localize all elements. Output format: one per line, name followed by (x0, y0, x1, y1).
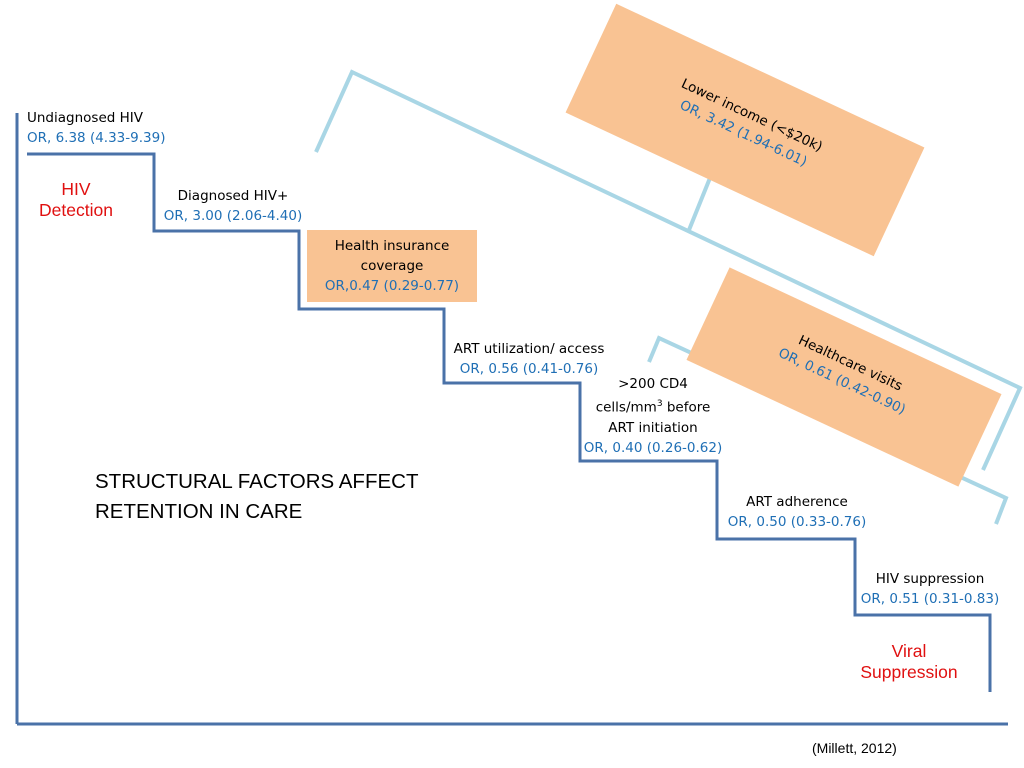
step-name: Diagnosed HIV+ (177, 188, 289, 204)
step-name-line2: cells/mm3 before (595, 399, 711, 416)
step-health-insurance: Health insurance coverage OR,0.47 (0.29-… (307, 230, 477, 302)
step-odds-ratio: OR, 0.51 (0.31-0.83) (860, 591, 1000, 607)
step-odds-ratio: OR, 0.50 (0.33-0.76) (727, 514, 867, 530)
step-name: ART adherence (746, 494, 848, 510)
step-name: Health insurance (334, 238, 450, 254)
step-name: >200 CD4 (618, 376, 688, 392)
stage-hiv-detection: HIV Detection (39, 179, 113, 220)
step-art-utilization: ART utilization/ access OR, 0.56 (0.41-0… (444, 339, 614, 379)
step-odds-ratio: OR,0.47 (0.29-0.77) (324, 278, 460, 294)
step-cd4: >200 CD4 cells/mm3 before ART initiation… (578, 374, 728, 458)
staircase-line (27, 152, 992, 692)
step-undiagnosed: Undiagnosed HIV OR, 6.38 (4.33-9.39) (27, 108, 165, 148)
step-diagnosed: Diagnosed HIV+ OR, 3.00 (2.06-4.40) (158, 186, 308, 226)
step-name-line3: ART initiation (608, 419, 698, 436)
income-bracket (314, 69, 1023, 471)
step-odds-ratio: OR, 0.40 (0.26-0.62) (583, 439, 723, 456)
step-name: Undiagnosed HIV (27, 110, 143, 126)
step-odds-ratio: OR, 6.38 (4.33-9.39) (27, 130, 166, 146)
step-odds-ratio: OR, 3.00 (2.06-4.40) (163, 208, 303, 224)
diagram-title: STRUCTURAL FACTORS AFFECT RETENTION IN C… (95, 470, 419, 523)
step-name: HIV suppression (875, 571, 985, 587)
citation: (Millett, 2012) (812, 740, 897, 756)
step-name: ART utilization/ access (453, 341, 605, 357)
step-odds-ratio: OR, 0.56 (0.41-0.76) (459, 361, 599, 377)
step-name-line2: coverage (360, 258, 424, 274)
step-hiv-suppression: HIV suppression OR, 0.51 (0.31-0.83) (856, 569, 1004, 609)
stage-viral-suppression: Viral Suppression (860, 641, 958, 682)
step-art-adherence: ART adherence OR, 0.50 (0.33-0.76) (722, 492, 872, 532)
